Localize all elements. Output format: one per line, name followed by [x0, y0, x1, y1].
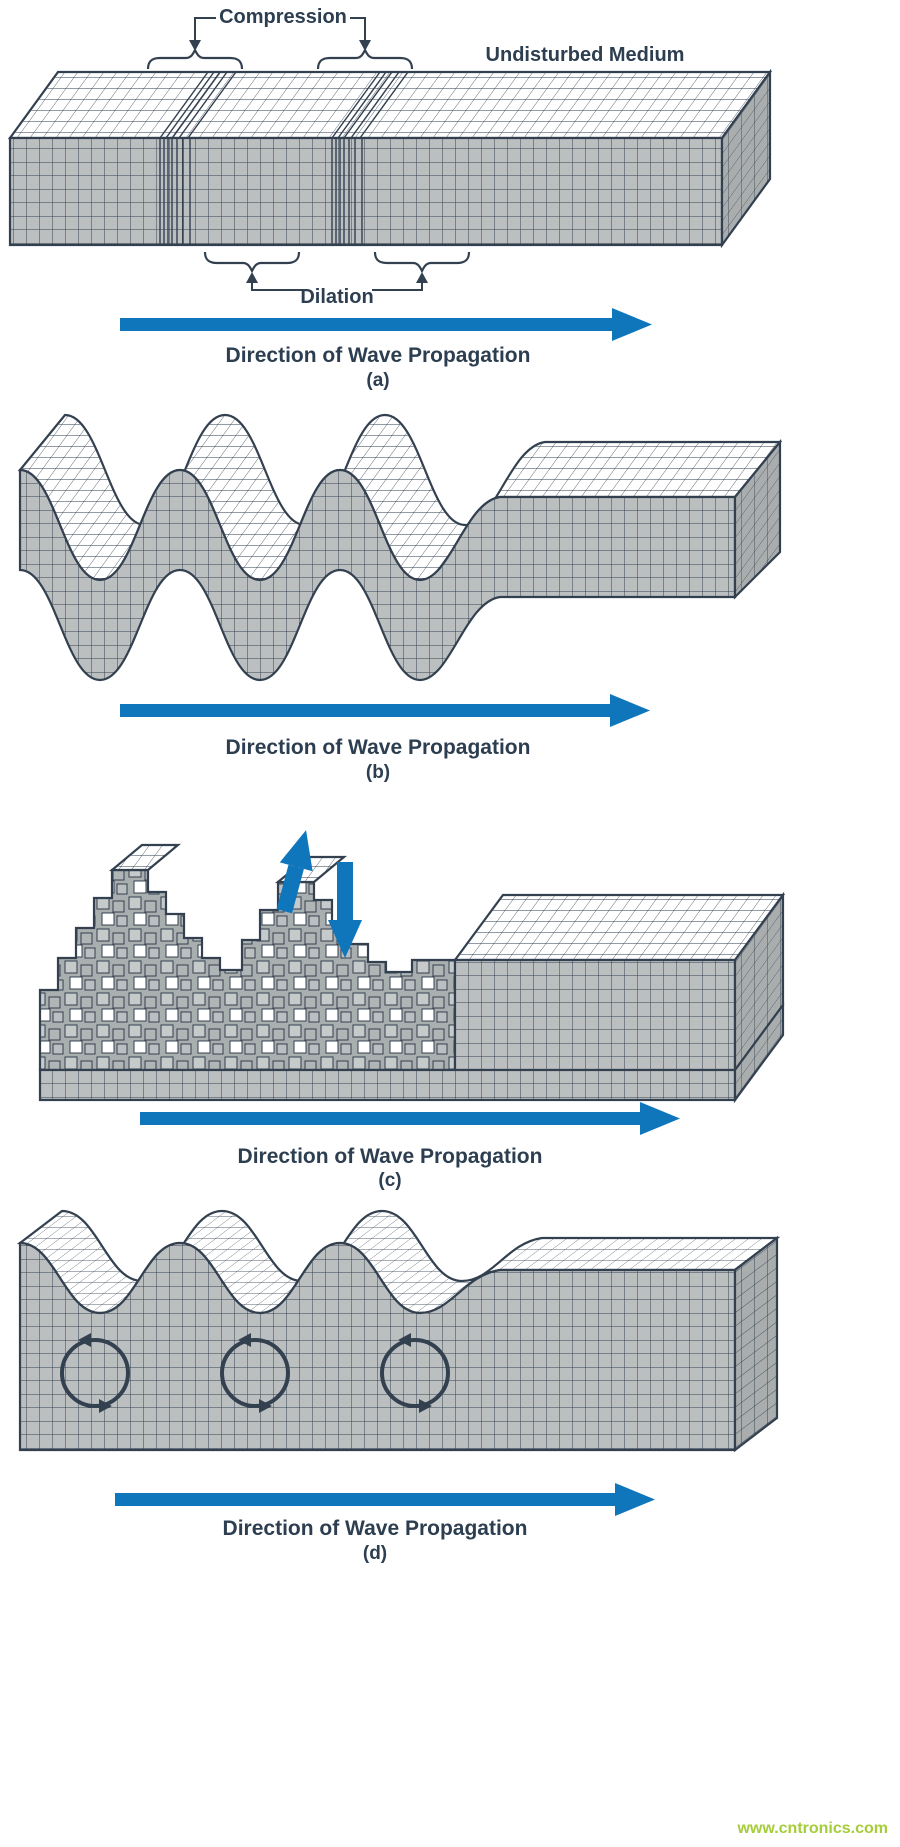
wave-propagation-arrow-d	[115, 1483, 655, 1516]
dilation-brace-right	[373, 251, 471, 274]
panel-a-figure	[7, 17, 773, 341]
panel-b-letter: (b)	[365, 762, 391, 783]
panel-d-figure	[16, 1209, 781, 1516]
wavy-front-face-d	[18, 1241, 737, 1452]
compression-brace-right	[316, 47, 414, 70]
wave-propagation-arrow-a	[120, 308, 652, 341]
particle-motion-circle-2	[220, 1333, 290, 1413]
wave-propagation-arrow-c	[140, 1102, 680, 1135]
compression-label: Compression	[219, 6, 347, 28]
dilation-pointer-arrows	[246, 272, 428, 291]
block-side-face-b	[733, 438, 782, 600]
compression-brace-left	[146, 47, 244, 70]
wave-propagation-arrow-b	[120, 694, 650, 727]
particle-motion-circle-3	[380, 1333, 450, 1413]
block-front-face-c	[453, 958, 737, 1072]
upward-motion-arrow	[276, 830, 313, 914]
direction-label-b: Direction of Wave Propagation	[225, 736, 531, 759]
panel-d-letter: (d)	[362, 1543, 388, 1564]
direction-label-a: Direction of Wave Propagation	[225, 344, 531, 367]
undisturbed-medium-label: Undisturbed Medium	[485, 44, 685, 66]
compression-pointer-arrows	[189, 17, 371, 51]
direction-label-c: Direction of Wave Propagation	[237, 1145, 543, 1168]
panel-a-letter: (a)	[366, 370, 390, 391]
block-top-face-c	[452, 893, 786, 962]
panel-c-figure	[38, 830, 786, 1135]
dilation-brace-left	[203, 251, 301, 274]
watermark-text: www.cntronics.com	[737, 1820, 888, 1837]
block-side-face	[720, 68, 772, 249]
panel-c-letter: (c)	[378, 1170, 402, 1191]
panel-b-figure	[17, 413, 783, 727]
dilation-label: Dilation	[300, 286, 374, 308]
downward-motion-arrow	[328, 862, 362, 958]
direction-label-d: Direction of Wave Propagation	[222, 1517, 528, 1540]
compression-zone-lines	[159, 71, 409, 245]
block-top-face	[7, 70, 773, 140]
block-side-face-d	[733, 1235, 779, 1453]
particle-motion-circle-1	[60, 1333, 130, 1413]
base-slab	[38, 1001, 785, 1104]
block-front-face	[8, 136, 724, 247]
jumbled-block-mass	[38, 868, 457, 1072]
